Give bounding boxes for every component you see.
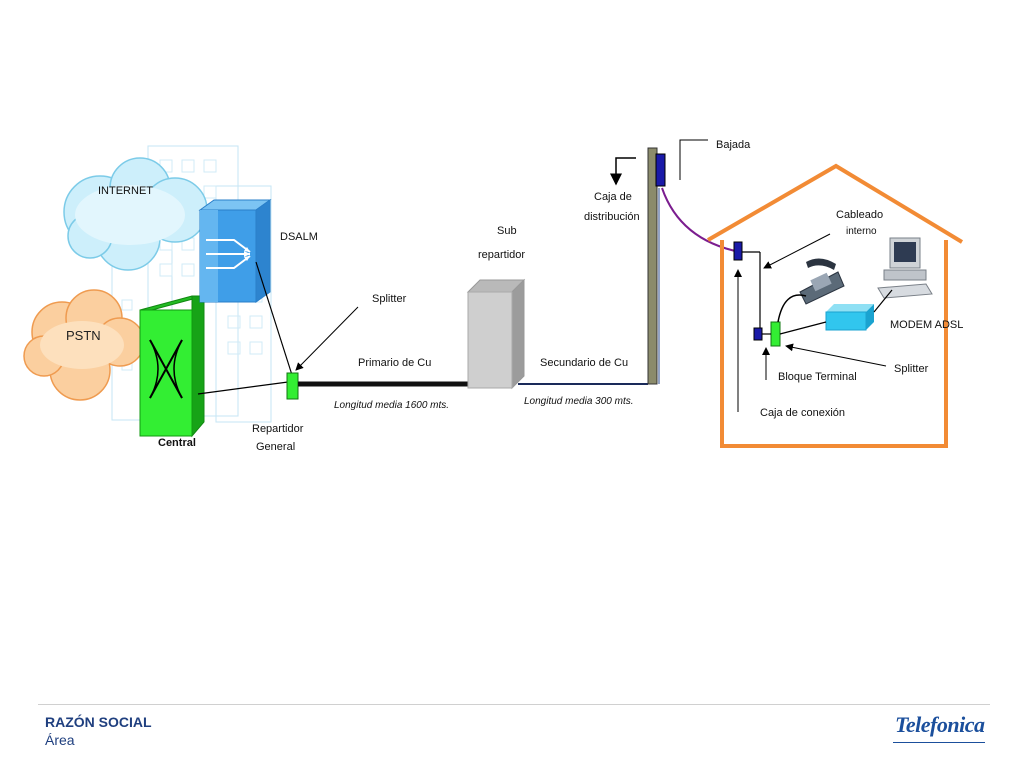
bloque-label: Bloque Terminal [778,371,857,383]
dsalm-label: DSALM [280,231,318,243]
company-name: RAZÓN SOCIAL [45,714,152,730]
pstn-cloud: PSTN [23,289,145,401]
internet-label: INTERNET [98,185,153,197]
caja-label-2: distribución [584,211,640,223]
utility-pole [647,147,666,385]
cableado-label-2: interno [846,226,877,237]
caja-conexion-box [733,241,743,261]
bajada-label: Bajada [716,139,751,151]
telephone-icon [799,258,845,305]
primario-label: Primario de Cu [358,357,431,369]
computer-icon [877,237,933,299]
splitter-house-label: Splitter [894,363,929,375]
sub-repartidor-cabinet [466,278,526,390]
repartidor-label-2: General [256,441,295,453]
cableado-label-1: Cableado [836,209,883,221]
splitter-top-pointer [295,306,359,371]
modem-label: MODEM ADSL [890,319,963,331]
sub-label-2: repartidor [478,249,525,261]
bajada-pointer [679,139,708,180]
primario-length: Longitud media 1600 mts. [334,400,449,411]
house [706,163,964,448]
dsalm-link [255,261,293,376]
central-switch: Central [139,295,205,449]
repartidor-label-1: Repartidor [252,423,304,435]
bloque-terminal-box [753,327,763,341]
telefonica-logo: Telefonica [895,712,985,737]
splitter-house-pointer [785,343,887,367]
central-label: Central [158,437,196,449]
caja-conexion-label: Caja de conexión [760,407,845,419]
modem-pc-link [873,289,893,313]
bajada-drop-wire [661,187,741,253]
secundario-length: Longitud media 300 mts. [524,396,634,407]
caja-distribucion-pointer [610,157,636,186]
area-label: Área [45,732,75,748]
phone-cord [777,294,807,323]
house-splitter [770,321,781,347]
modem-adsl-icon [825,304,874,331]
caja-label-1: Caja de [594,191,632,203]
cableado-pointer [763,233,831,269]
secundario-label: Secundario de Cu [540,357,628,369]
dsalm-equipment: DSALM [198,199,318,303]
splitter-top-label: Splitter [372,293,407,305]
central-link [197,381,289,395]
internet-cloud: INTERNET [63,157,208,271]
logo-underline [893,742,985,743]
pstn-label: PSTN [66,328,101,343]
splitter-modem-link [779,321,827,335]
footer-divider [38,704,990,705]
main-splitter [286,372,299,400]
sub-label-1: Sub [497,225,517,237]
